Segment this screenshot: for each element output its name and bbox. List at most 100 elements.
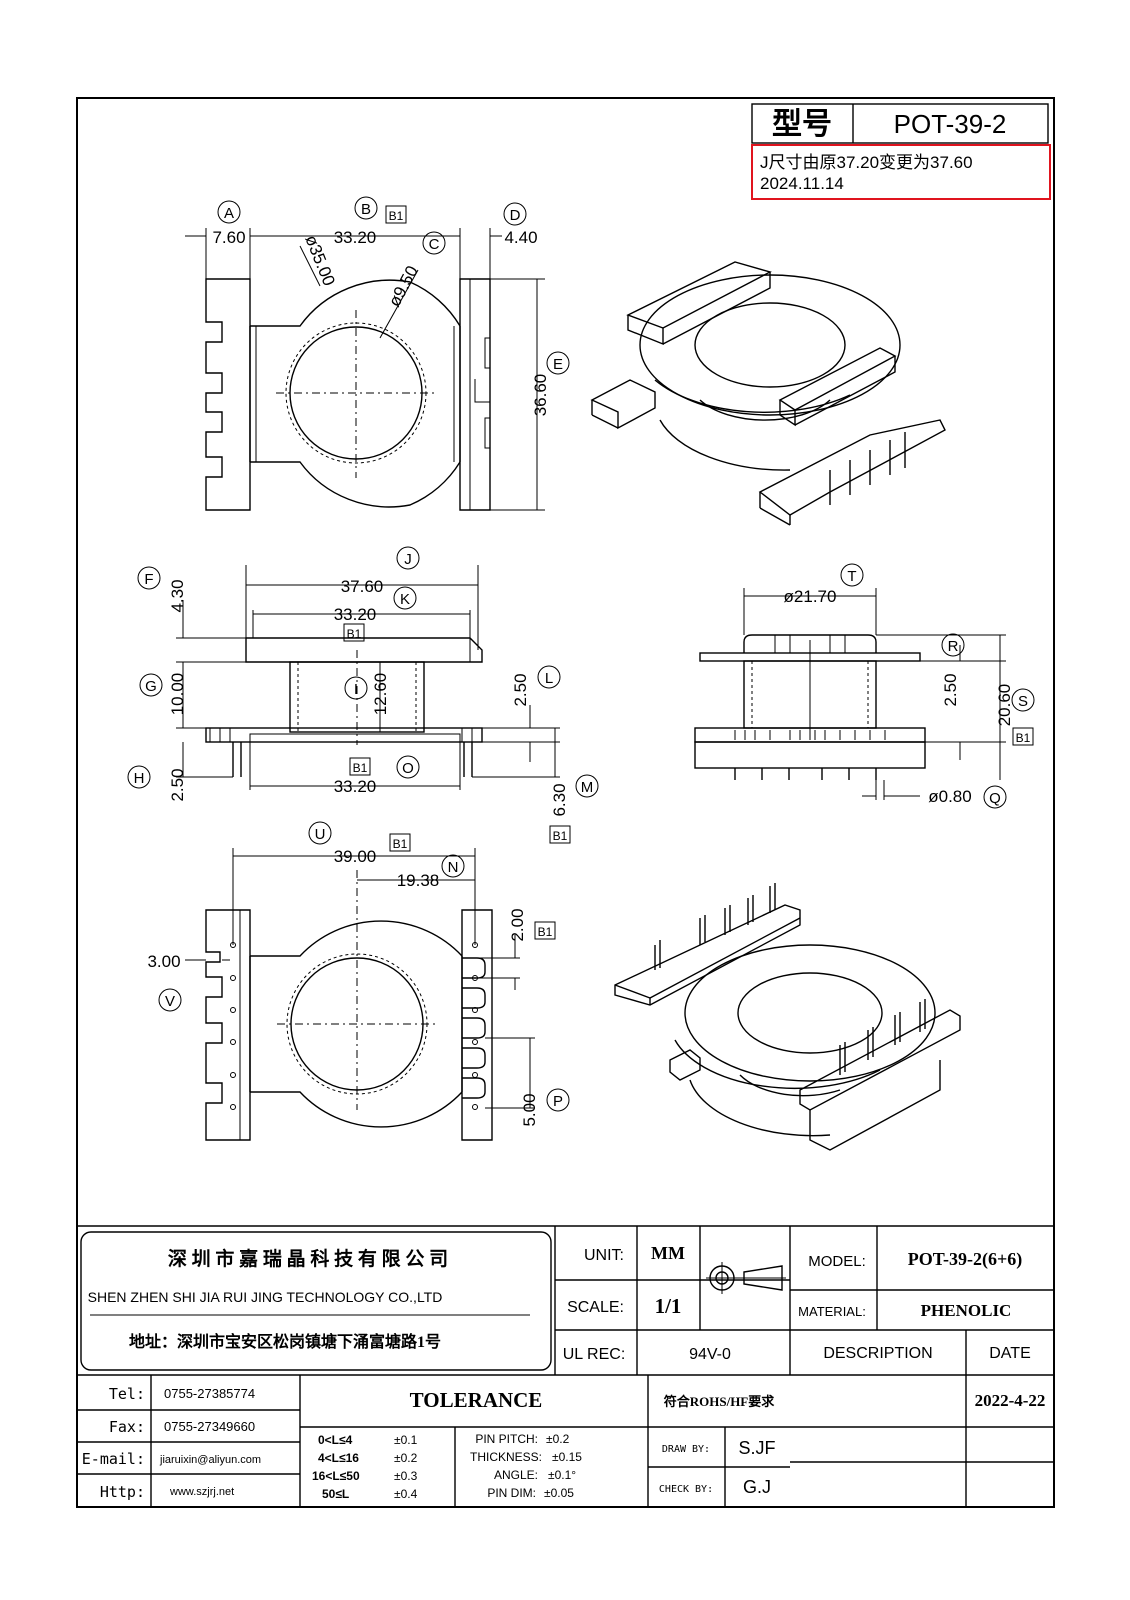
title-block: 深 圳 市 嘉 瑞 晶 科 技 有 限 公 司 SHEN ZHEN SHI JI… bbox=[77, 1225, 1054, 1507]
b1-bottom-pin: B1 bbox=[538, 925, 553, 939]
model-label: MODEL: bbox=[808, 1253, 866, 1270]
contact-http-value: www.szjrj.net bbox=[169, 1486, 234, 1498]
date-value: 2022-4-22 bbox=[975, 1391, 1046, 1410]
tol-misc-label-1: THICKNESS: bbox=[470, 1450, 542, 1464]
revision-note-line2: 2024.11.14 bbox=[760, 174, 844, 193]
dim-n-label: 19.38 bbox=[397, 871, 440, 890]
tol-misc-value-3: ±0.05 bbox=[544, 1486, 574, 1500]
marker-t: T bbox=[847, 568, 856, 585]
top-view: 7.60 33.20 4.40 ø35.00 ø9.50 36.60 A B B… bbox=[185, 196, 570, 511]
ul-rec-value: 94V-0 bbox=[689, 1346, 731, 1363]
end-view: ø21.70 2.50 20.60 ø0.80 T R S B1 Q bbox=[694, 563, 1035, 809]
dim-t-label: ø21.70 bbox=[784, 587, 837, 606]
contact-fax-value: 0755-27349660 bbox=[164, 1419, 255, 1434]
side-view: 37.60 33.20 4.30 10.00 12.60 2.50 2.50 3… bbox=[127, 546, 599, 844]
dim-j-label: 37.60 bbox=[341, 577, 384, 596]
company-name-en: SHEN ZHEN SHI JIA RUI JING TECHNOLOGY CO… bbox=[88, 1289, 443, 1305]
isometric-view-bottom bbox=[614, 883, 961, 1151]
description-label: DESCRIPTION bbox=[823, 1345, 932, 1362]
marker-o: O bbox=[402, 760, 414, 777]
b1-side-m: B1 bbox=[553, 829, 568, 843]
tol-range-2: 16<L≤50 bbox=[312, 1469, 360, 1483]
dim-o-label: 33.20 bbox=[334, 777, 377, 796]
contact-tel-value: 0755-27385774 bbox=[164, 1386, 255, 1401]
tol-misc-value-1: ±0.15 bbox=[552, 1450, 582, 1464]
scale-value: 1/1 bbox=[655, 1294, 682, 1318]
dim-m-label: 6.30 bbox=[550, 783, 569, 816]
revision-note-line1: J尺寸由原37.20变更为37.60 bbox=[760, 153, 973, 172]
dim-p-label: 5.00 bbox=[520, 1093, 539, 1126]
b1-end-s: B1 bbox=[1016, 731, 1031, 745]
marker-s: S bbox=[1018, 693, 1028, 710]
bottom-view: 39.00 19.38 3.00 2.00 5.00 U B1 N V B1 P bbox=[147, 821, 570, 1141]
tol-range-3: 50≤L bbox=[322, 1487, 349, 1501]
material-value: PHENOLIC bbox=[921, 1301, 1012, 1320]
b1-bottom-u: B1 bbox=[393, 837, 408, 851]
dim-q-label: ø0.80 bbox=[928, 787, 971, 806]
marker-b: B bbox=[361, 201, 371, 218]
marker-l: L bbox=[545, 670, 553, 687]
tol-value-1: ±0.2 bbox=[394, 1451, 418, 1465]
dim-e-label: 36.60 bbox=[531, 374, 550, 417]
unit-value: MM bbox=[651, 1243, 685, 1263]
revision-note: J尺寸由原37.20变更为37.60 2024.11.14 bbox=[751, 144, 1051, 200]
contact-fax-label: Fax: bbox=[109, 1418, 145, 1436]
dim-a-label: 7.60 bbox=[212, 228, 245, 247]
dim-i-label: 12.60 bbox=[371, 673, 390, 716]
marker-k: K bbox=[400, 591, 410, 608]
model-box-label: 型号 bbox=[772, 108, 832, 141]
tol-value-3: ±0.4 bbox=[394, 1487, 418, 1501]
tol-value-0: ±0.1 bbox=[394, 1433, 418, 1447]
marker-f: F bbox=[144, 571, 153, 588]
marker-v: V bbox=[165, 993, 175, 1010]
dim-r-label: 2.50 bbox=[941, 673, 960, 706]
b1-side-k: B1 bbox=[347, 627, 362, 641]
marker-c: C bbox=[429, 236, 440, 253]
dim-pin-label: 2.00 bbox=[508, 908, 527, 941]
b1-side-o: B1 bbox=[353, 761, 368, 775]
contact-tel-label: Tel: bbox=[109, 1385, 145, 1403]
dim-s-label: 20.60 bbox=[995, 684, 1014, 727]
b1-top-b: B1 bbox=[389, 209, 404, 223]
contact-email-value: jiaruixin@aliyun.com bbox=[159, 1454, 261, 1466]
dim-k-label: 33.20 bbox=[334, 605, 377, 624]
rohs-note: 符合ROHS/HF要求 bbox=[664, 1394, 776, 1409]
dim-d-label: 4.40 bbox=[504, 228, 537, 247]
company-name-cn: 深 圳 市 嘉 瑞 晶 科 技 有 限 公 司 bbox=[168, 1247, 448, 1270]
tol-misc-label-3: PIN DIM: bbox=[487, 1486, 536, 1500]
tol-misc-value-2: ±0.1° bbox=[548, 1468, 576, 1482]
ul-rec-label: UL REC: bbox=[563, 1346, 626, 1363]
draw-by-value: S.JF bbox=[738, 1438, 775, 1458]
marker-h: H bbox=[134, 770, 145, 787]
dim-b-label: 33.20 bbox=[334, 228, 377, 247]
marker-q: Q bbox=[989, 790, 1001, 807]
marker-i: I bbox=[354, 681, 358, 698]
sheet-border bbox=[76, 97, 1055, 1508]
tol-range-0: 0<L≤4 bbox=[318, 1433, 353, 1447]
marker-p: P bbox=[553, 1093, 563, 1110]
dim-l-label: 2.50 bbox=[511, 673, 530, 706]
dim-g-label: 10.00 bbox=[168, 673, 187, 716]
marker-r: R bbox=[948, 638, 959, 655]
marker-g: G bbox=[145, 678, 157, 695]
company-address: 地址：深圳市宝安区松岗镇塘下涌富塘路1号 bbox=[129, 1332, 441, 1351]
tol-misc-value-0: ±0.2 bbox=[546, 1432, 570, 1446]
tolerance-title: TOLERANCE bbox=[410, 1388, 543, 1412]
tol-value-2: ±0.3 bbox=[394, 1469, 418, 1483]
check-by-label: CHECK BY: bbox=[659, 1484, 713, 1495]
marker-a: A bbox=[224, 205, 234, 222]
marker-n: N bbox=[448, 859, 459, 876]
marker-u: U bbox=[315, 826, 326, 843]
dim-u-label: 39.00 bbox=[334, 847, 377, 866]
scale-label: SCALE: bbox=[567, 1299, 624, 1316]
material-label: MATERIAL: bbox=[798, 1304, 866, 1319]
tol-misc-label-2: ANGLE: bbox=[494, 1468, 538, 1482]
model-value: POT-39-2(6+6) bbox=[908, 1249, 1023, 1270]
marker-j: J bbox=[404, 551, 412, 568]
model-box: 型号 POT-39-2 bbox=[751, 103, 1049, 144]
contact-http-label: Http: bbox=[100, 1483, 145, 1501]
dim-v-label: 3.00 bbox=[147, 952, 180, 971]
marker-m: M bbox=[581, 779, 594, 796]
draw-by-label: DRAW BY: bbox=[662, 1444, 710, 1455]
